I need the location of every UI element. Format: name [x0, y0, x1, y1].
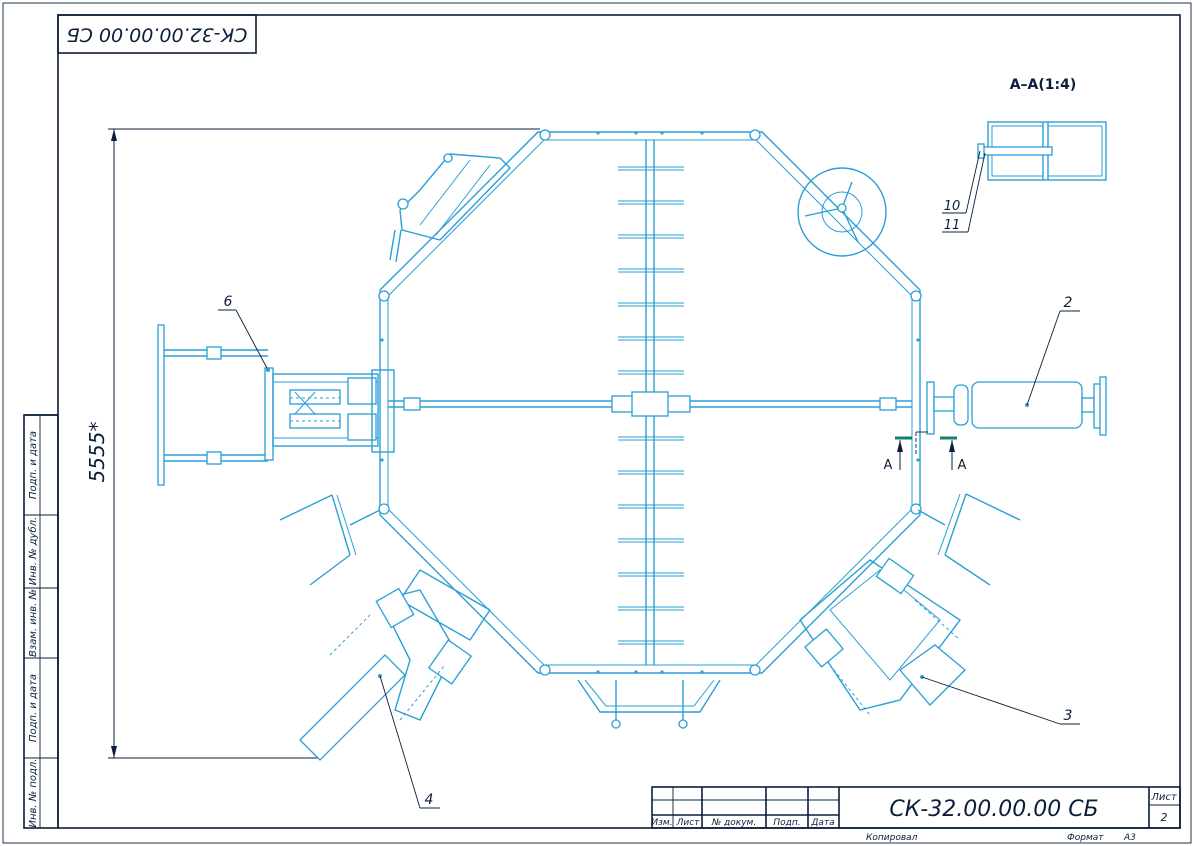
sheet-number: 2: [1161, 811, 1168, 824]
col-date: Дата: [810, 818, 834, 828]
copied-label: Копировал: [866, 833, 918, 843]
side-stamp-cell: Взам. инв. №: [28, 589, 39, 657]
callout-6: 6: [224, 294, 233, 310]
section-marks: А А: [884, 431, 967, 473]
side-stamp-cell: Инв. № дубл.: [27, 517, 39, 585]
callout-2: 2: [1064, 295, 1073, 311]
format-label: Формат: [1067, 833, 1104, 843]
format-value: А3: [1123, 833, 1136, 843]
corner-stamp: СК-32.00.00.00 СБ: [57, 14, 257, 54]
dimension-label: 5555*: [85, 422, 109, 483]
section-title: А–А(1:4): [1010, 77, 1077, 93]
station-right: [926, 376, 1107, 436]
title-block: Изм. Лист № докум. Подп. Дата СК-32.00.0…: [651, 786, 1181, 843]
overall-dimension: 5555*: [85, 128, 540, 759]
corner-stamp-text: СК-32.00.00.00 СБ: [67, 24, 248, 46]
side-stamp-cell: Подп. и дата: [28, 674, 39, 742]
leader-callouts: 2 3 4 6: [218, 294, 1080, 809]
wheel: [797, 167, 887, 257]
callout-11: 11: [944, 218, 961, 233]
callout-3: 3: [1064, 708, 1073, 724]
side-stamp: Инв. № подл. Подп. и дата Взам. инв. № И…: [23, 414, 59, 829]
callout-4: 4: [425, 792, 434, 808]
attachment-upper-left: [389, 153, 511, 263]
col-izm: Изм.: [651, 818, 672, 828]
section-mark: А: [884, 458, 893, 473]
side-stamp-cell: Подп. и дата: [28, 431, 39, 499]
col-sign: Подп.: [773, 818, 800, 828]
designation: СК-32.00.00.00 СБ: [889, 797, 1098, 822]
station-lower-left: [299, 569, 491, 761]
chair-lower-right: [917, 493, 1021, 586]
callout-10: 10: [944, 199, 961, 214]
chair-lower-left: [279, 494, 381, 586]
section-view: А–А(1:4) 10 11: [942, 77, 1107, 233]
horizontal-bar: [388, 391, 912, 417]
octagon-frame: [378, 129, 922, 676]
station-lower-right: [799, 557, 966, 716]
sheet-label: Лист: [1150, 792, 1178, 803]
col-list: Лист: [676, 818, 701, 828]
bottom-base: [577, 679, 721, 729]
station-left: [157, 324, 395, 486]
col-doc: № докум.: [711, 818, 756, 828]
side-stamp-cell: Инв. № подл.: [28, 759, 39, 828]
section-mark: А: [958, 458, 967, 473]
